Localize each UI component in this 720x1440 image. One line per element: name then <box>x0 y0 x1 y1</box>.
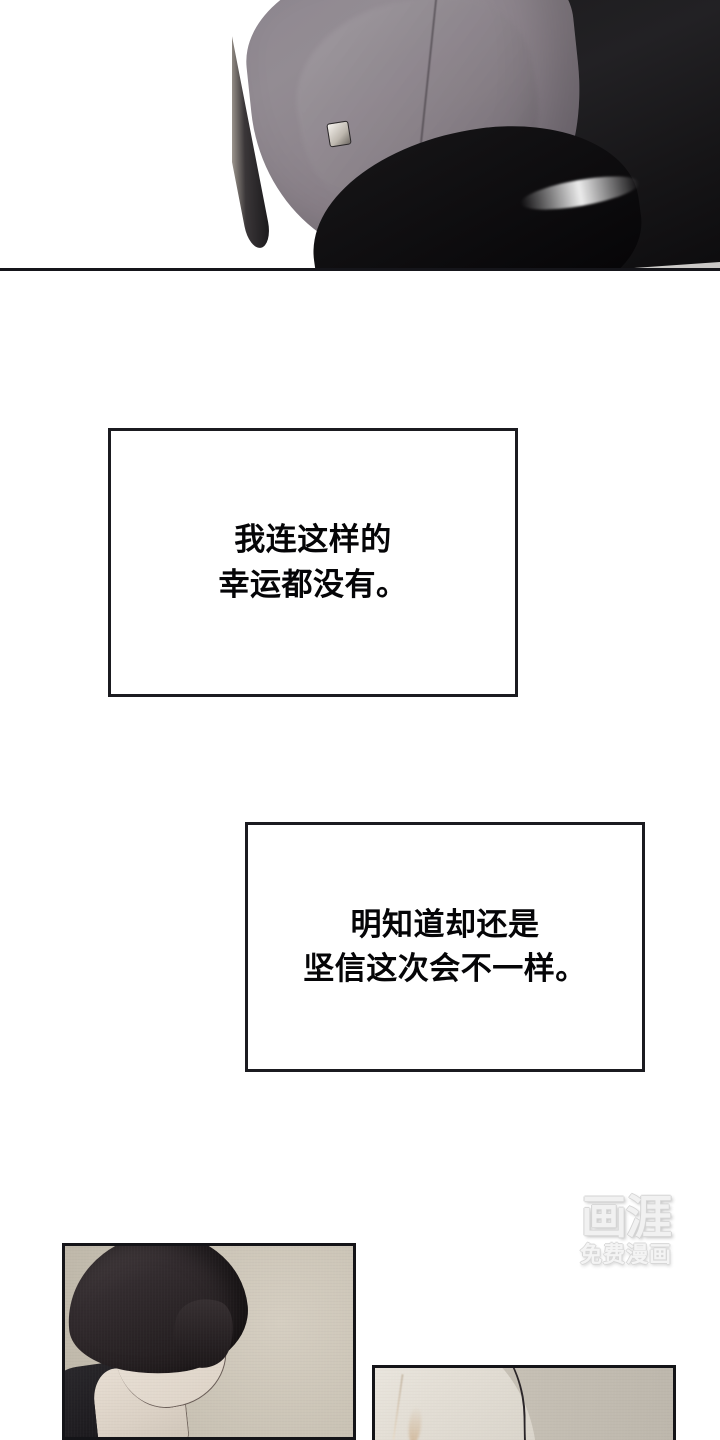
bottom-right-texture <box>375 1368 673 1440</box>
watermark: 画涯 免费漫画 <box>560 1194 692 1266</box>
watermark-logo-text: 画涯 <box>581 1191 672 1243</box>
top-white-space <box>0 0 232 268</box>
panel-bottom-left <box>62 1243 356 1440</box>
panel-top <box>0 0 720 268</box>
top-buckle <box>326 120 352 148</box>
caption-box-1: 我连这样的 幸运都没有。 <box>108 428 518 697</box>
bottom-left-texture <box>65 1246 353 1437</box>
caption-box-2: 明知道却还是 坚信这次会不一样。 <box>245 822 645 1072</box>
panel-top-artwork <box>0 0 720 268</box>
panel-bottom-right <box>372 1365 676 1440</box>
watermark-subtitle-text: 免费漫画 <box>579 1242 672 1267</box>
caption-text-1: 我连这样的 幸运都没有。 <box>218 522 408 602</box>
panel-divider <box>0 268 720 271</box>
caption-text-2: 明知道却还是 坚信这次会不一样。 <box>303 906 587 986</box>
